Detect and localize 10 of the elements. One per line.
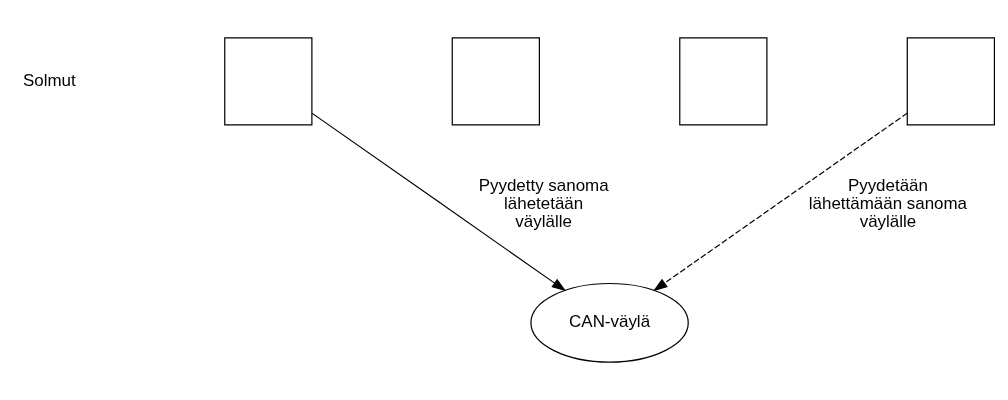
arrow (311, 112, 567, 292)
node-box (906, 37, 995, 126)
arrow (653, 112, 908, 292)
node-box (224, 37, 313, 126)
edge-label: Pyydetty sanoma lähetetään väylälle (478, 175, 609, 231)
node-box (679, 37, 768, 126)
edge-label: Pyydetään lähettämään sanoma väylälle (808, 175, 968, 231)
node-box (451, 37, 540, 126)
label: Solmut (22, 70, 76, 90)
node-ellipse: CAN-väylä (530, 282, 689, 363)
